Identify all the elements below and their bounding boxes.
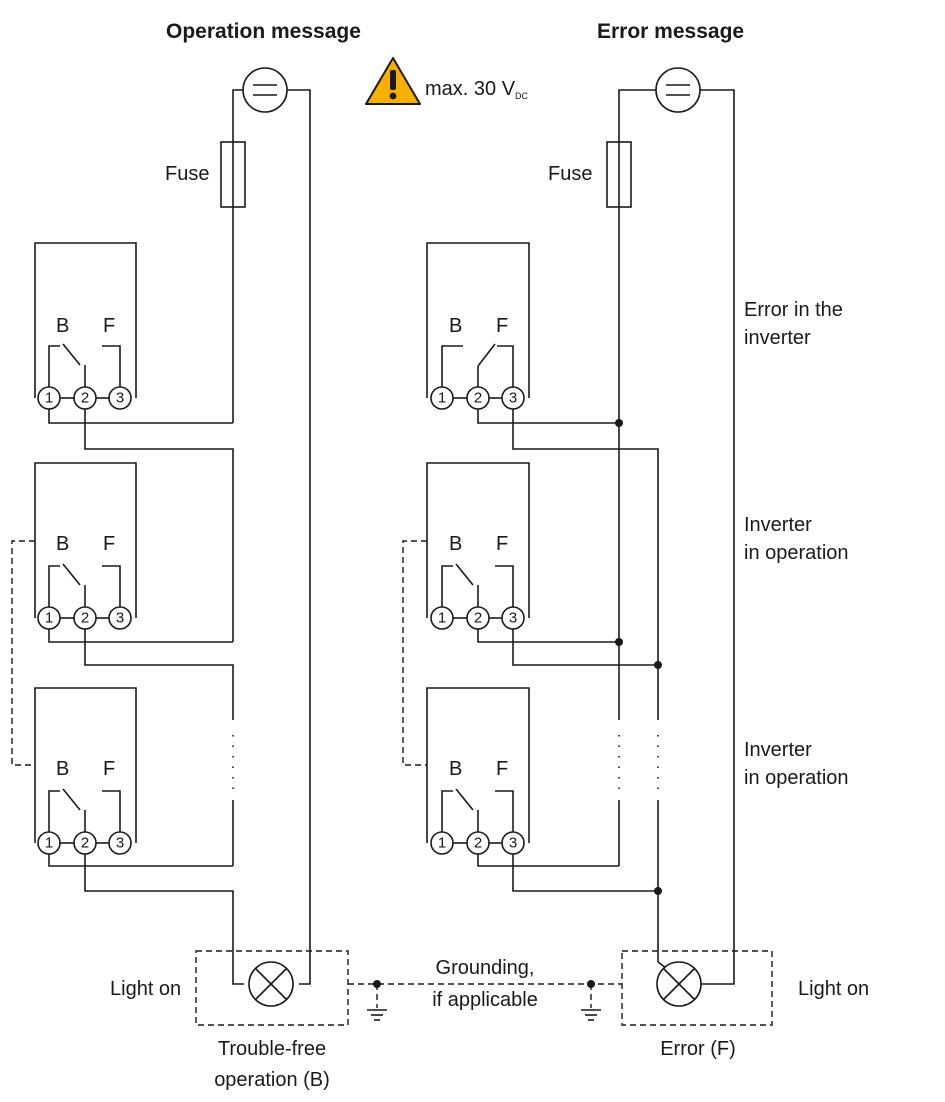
- inverter-2: B F 1 2 3: [426, 462, 530, 630]
- light-box-left: [195, 950, 349, 1026]
- fuse-label-left: Fuse: [165, 163, 209, 185]
- terminal-3-label: 3: [116, 835, 124, 852]
- terminal-1-label: 1: [438, 390, 446, 407]
- warning-text: max. 30 VDC: [425, 78, 529, 101]
- terminal-3-label: 3: [509, 390, 517, 407]
- terminal-1-label: 1: [45, 390, 53, 407]
- inverter-1: B F 1 2 3: [426, 242, 530, 410]
- terminal-2-label: 2: [81, 835, 89, 852]
- grounding-label-line2: if applicable: [432, 989, 538, 1011]
- light-on-label-left: Light on: [110, 978, 181, 1000]
- light-box-right: [621, 950, 773, 1026]
- terminal-3-label: 3: [116, 390, 124, 407]
- terminal-1-label: 1: [438, 610, 446, 627]
- fuse-label-right: Fuse: [548, 163, 592, 185]
- terminal-3-label: 3: [116, 610, 124, 627]
- grounding-connection: Grounding, if applicable: [348, 957, 622, 1021]
- operation-message-circuit: Fuse B F 1 2 3 B F: [11, 67, 349, 1091]
- junction-dot: [654, 887, 662, 895]
- terminal-2-label: 2: [474, 835, 482, 852]
- annotation-inverter3-line1: Inverter: [744, 739, 812, 761]
- contact-b-label: B: [56, 315, 69, 337]
- error-message-circuit: Fuse B F 1 2 3 B F: [402, 67, 869, 1060]
- trouble-free-caption-line1: Trouble-free: [218, 1038, 326, 1060]
- lamp-icon: [248, 961, 294, 1007]
- contact-f-label: F: [103, 758, 115, 780]
- power-source-icon: [655, 67, 701, 113]
- lamp-icon: [656, 961, 702, 1007]
- contact-b-label: B: [56, 533, 69, 555]
- power-source-icon: [242, 67, 288, 113]
- terminal-1-label: 1: [45, 835, 53, 852]
- annotation-inverter2-line1: Inverter: [744, 514, 812, 536]
- contact-f-label: F: [103, 533, 115, 555]
- inverter-2: B F 1 2 3: [34, 462, 137, 630]
- annotation-inverter1-line2: inverter: [744, 327, 811, 349]
- trouble-free-caption-line2: operation (B): [214, 1069, 330, 1091]
- junction-dot: [615, 638, 623, 646]
- junction-dot: [654, 661, 662, 669]
- inverter-1: B F 1 2 3: [34, 242, 137, 410]
- terminal-1-label: 1: [438, 835, 446, 852]
- ground-icon: [581, 1009, 601, 1021]
- contact-b-label: B: [449, 315, 462, 337]
- contact-f-label: F: [496, 533, 508, 555]
- terminal-2-label: 2: [81, 610, 89, 627]
- inverter-3: B F 1 2 3: [426, 687, 530, 855]
- contact-b-label: B: [449, 533, 462, 555]
- grounding-label-line1: Grounding,: [436, 957, 535, 979]
- error-message-title: Error message: [597, 20, 744, 43]
- terminal-2-label: 2: [474, 390, 482, 407]
- contact-f-label: F: [496, 758, 508, 780]
- contact-f-label: F: [496, 315, 508, 337]
- terminal-2-label: 2: [474, 610, 482, 627]
- terminal-1-label: 1: [45, 610, 53, 627]
- terminal-3-label: 3: [509, 835, 517, 852]
- contact-b-label: B: [56, 758, 69, 780]
- warning-triangle-icon: [365, 57, 421, 105]
- error-caption: Error (F): [660, 1038, 736, 1060]
- inverter-3: B F 1 2 3: [34, 687, 137, 855]
- operation-message-title: Operation message: [166, 20, 361, 43]
- junction-dot: [615, 419, 623, 427]
- terminal-2-label: 2: [81, 390, 89, 407]
- annotation-inverter2-line2: in operation: [744, 542, 849, 564]
- annotation-inverter1-line1: Error in the: [744, 299, 843, 321]
- contact-f-label: F: [103, 315, 115, 337]
- contact-b-label: B: [449, 758, 462, 780]
- annotation-inverter3-line2: in operation: [744, 767, 849, 789]
- ground-icon: [367, 1009, 387, 1021]
- terminal-3-label: 3: [509, 610, 517, 627]
- light-on-label-right: Light on: [798, 978, 869, 1000]
